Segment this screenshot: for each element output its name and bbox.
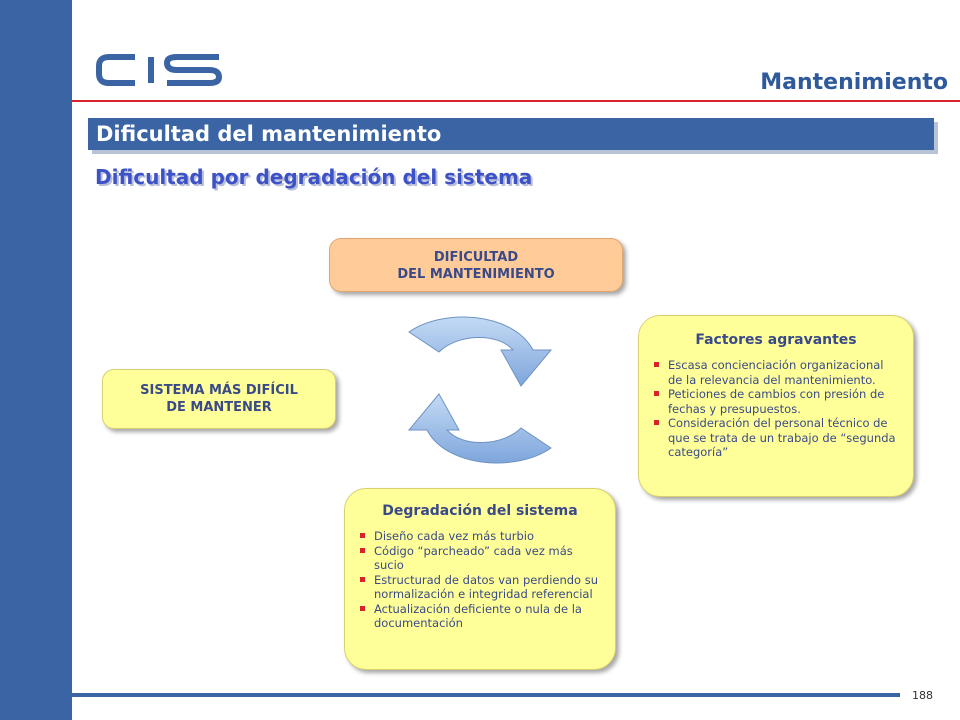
footer-divider bbox=[72, 693, 900, 697]
degradacion-list: Diseño cada vez más turbio Código “parch… bbox=[359, 529, 601, 631]
factores-list: Escasa concienciación organizacional de … bbox=[653, 358, 899, 460]
list-item: Peticiones de cambios con presión de fec… bbox=[653, 387, 899, 416]
box-left-line2: DE MANTENER bbox=[166, 400, 272, 415]
list-item: Actualización deficiente o nula de la do… bbox=[359, 602, 601, 631]
cycle-arrow-lower bbox=[407, 393, 552, 464]
list-item: Diseño cada vez más turbio bbox=[359, 529, 601, 544]
slide-subtitle: Dificultad por degradación del sistema bbox=[95, 165, 533, 189]
list-item: Escasa concienciación organizacional de … bbox=[653, 358, 899, 387]
box-top-line2: DEL MANTENIMIENTO bbox=[397, 267, 555, 282]
left-sidebar-bar bbox=[0, 0, 72, 720]
list-item: Consideración del personal técnico de qu… bbox=[653, 416, 899, 460]
slide-title: Dificultad del mantenimiento bbox=[88, 118, 934, 150]
box-factores-agravantes: Factores agravantes Escasa concienciació… bbox=[638, 315, 914, 497]
box-dificultad-mantenimiento: DIFICULTAD DEL MANTENIMIENTO bbox=[329, 238, 623, 292]
cycle-arrows-icon bbox=[407, 316, 553, 464]
list-item: Estructurad de datos van perdiendo su no… bbox=[359, 573, 601, 602]
box-sistema-mas-dificil: SISTEMA MÁS DIFÍCIL DE MANTENER bbox=[102, 369, 336, 429]
box-top-line1: DIFICULTAD bbox=[433, 250, 519, 265]
box-left-line1: SISTEMA MÁS DIFÍCIL bbox=[140, 383, 298, 398]
cis-logo bbox=[96, 54, 223, 86]
section-heading: Mantenimiento bbox=[760, 70, 948, 95]
cycle-arrow-upper bbox=[408, 316, 553, 387]
header-divider bbox=[72, 100, 960, 102]
list-item: Código “parcheado” cada vez más sucio bbox=[359, 544, 601, 573]
degradacion-title: Degradación del sistema bbox=[382, 503, 578, 519]
box-degradacion-sistema: Degradación del sistema Diseño cada vez … bbox=[344, 488, 616, 670]
factores-title: Factores agravantes bbox=[695, 332, 857, 348]
page-number: 188 bbox=[912, 689, 933, 702]
